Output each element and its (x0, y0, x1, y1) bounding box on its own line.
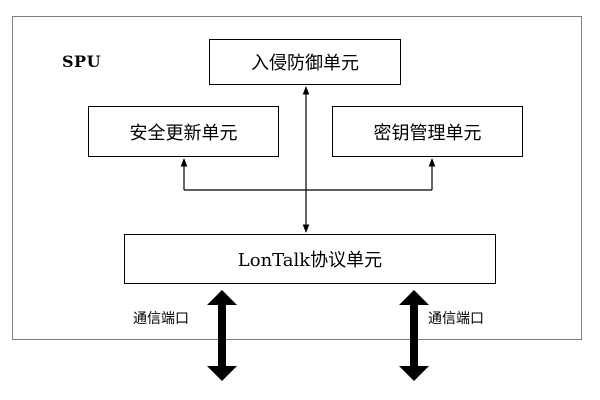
security-update-unit: 安全更新单元 (88, 106, 279, 157)
lontalk-protocol-unit: LonTalk协议单元 (124, 234, 496, 284)
right-port-label: 通信端口 (428, 311, 484, 327)
intrusion-defense-unit: 入侵防御单元 (209, 39, 401, 85)
spu-container (12, 16, 582, 340)
spu-label: SPU (62, 52, 102, 71)
key-management-unit: 密钥管理单元 (332, 106, 523, 157)
left-port-label: 通信端口 (133, 311, 189, 327)
